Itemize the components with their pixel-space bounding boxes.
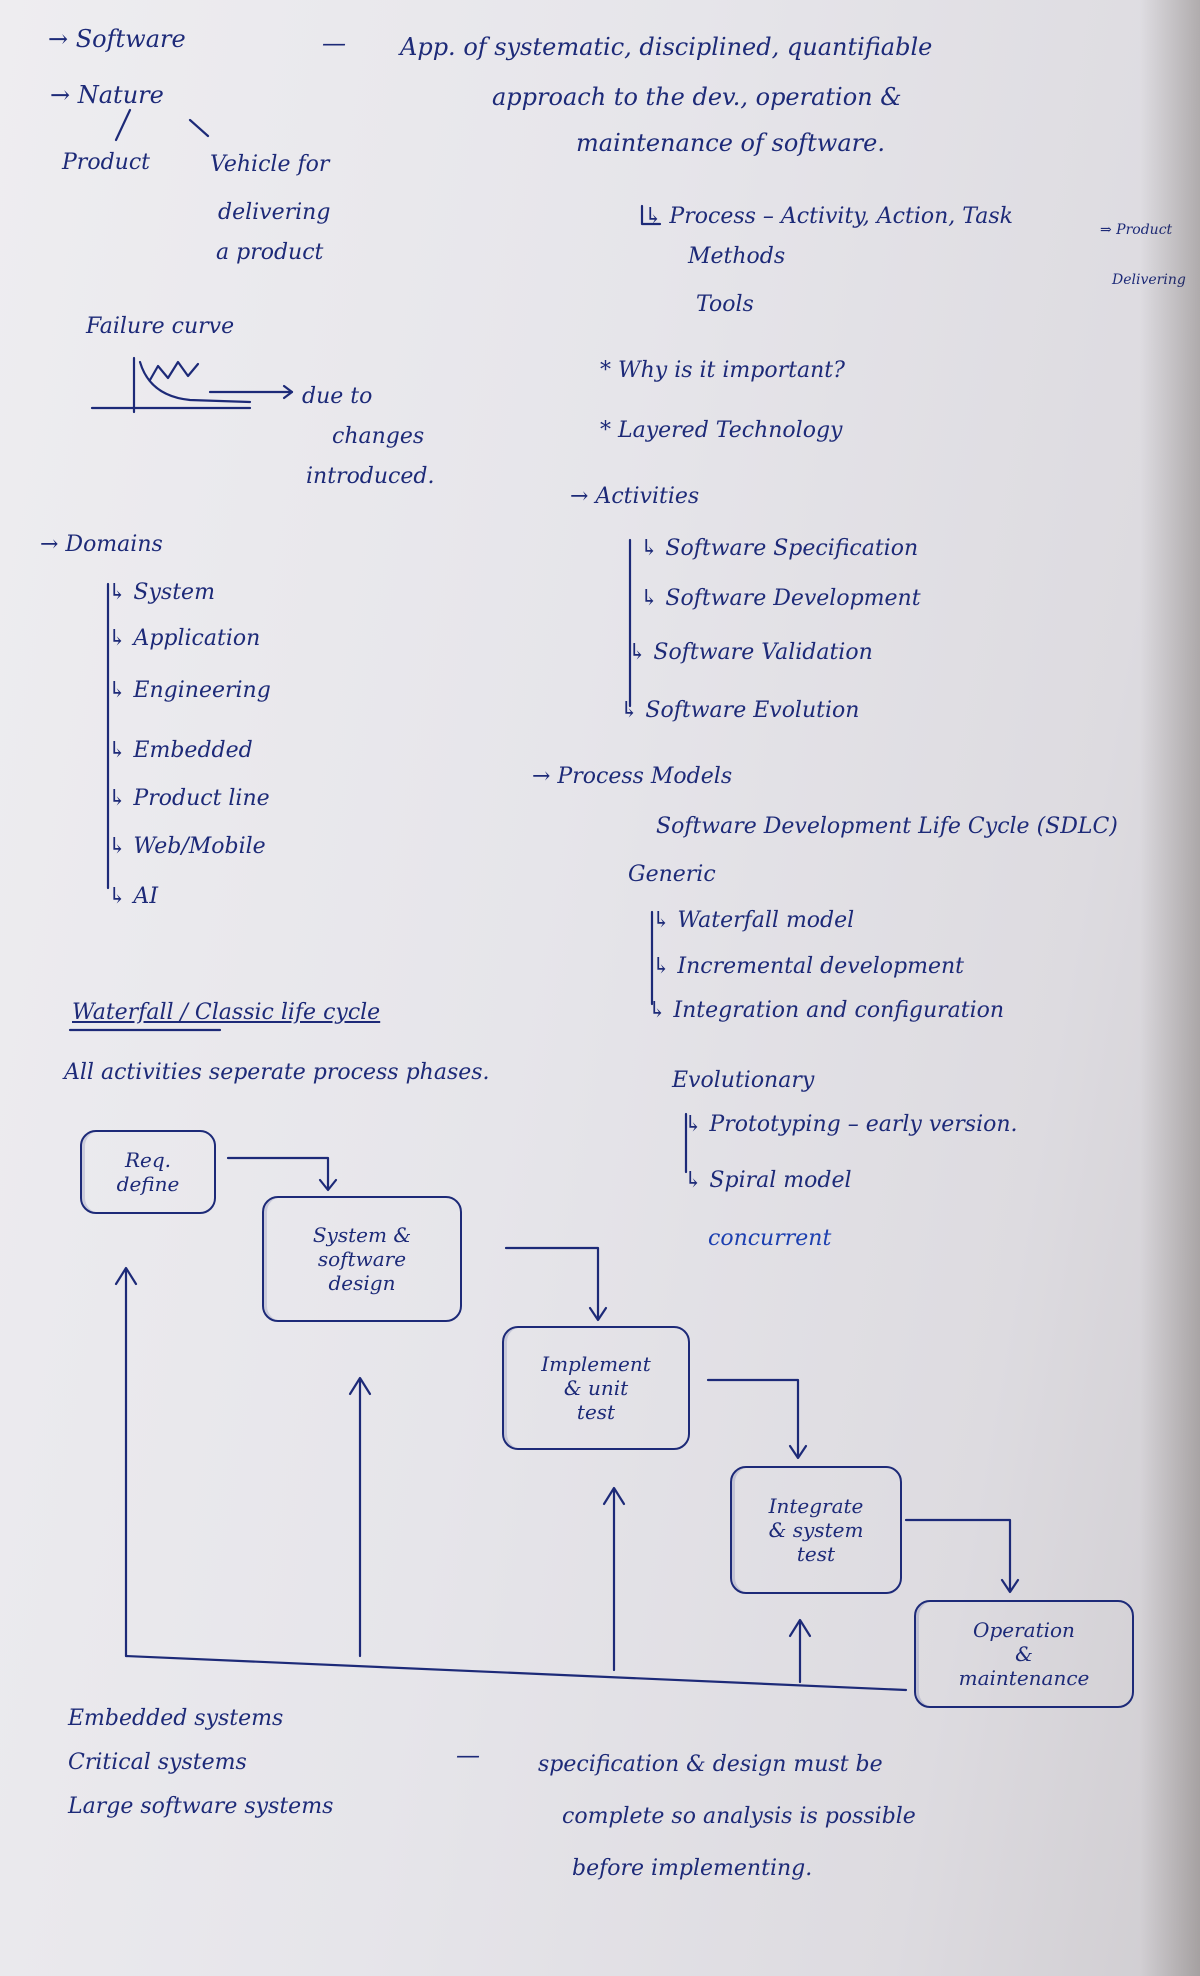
due-line-3: introduced. xyxy=(306,464,435,489)
domain-system: ↳ System xyxy=(108,580,215,605)
layered-technology: * Layered Technology xyxy=(600,418,843,443)
due-line-2: changes xyxy=(332,424,425,449)
failure-curve-sketch xyxy=(90,356,294,414)
generic-incremental: ↳ Incremental development xyxy=(652,954,964,979)
sdlc-line: Software Development Life Cycle (SDLC) xyxy=(656,814,1118,839)
use-embedded: Embedded systems xyxy=(68,1706,284,1731)
process-line: ↳ Process – Activity, Action, Task xyxy=(644,204,1013,229)
heading-waterfall: Waterfall / Classic life cycle xyxy=(72,1000,381,1025)
why-important: * Why is it important? xyxy=(600,358,845,383)
domain-embedded: ↳ Embedded xyxy=(108,738,253,763)
definition-line-1: App. of systematic, disciplined, quantif… xyxy=(400,33,933,61)
heading-activities: → Activities xyxy=(570,484,700,509)
activity-specification: ↳ Software Specification xyxy=(640,536,919,561)
domain-web-mobile: ↳ Web/Mobile xyxy=(108,834,266,859)
heading-domains: → Domains xyxy=(40,532,163,557)
activity-validation: ↳ Software Validation xyxy=(628,640,873,665)
generic-label: Generic xyxy=(628,862,716,887)
activity-development: ↳ Software Development xyxy=(640,586,921,611)
use-large: Large software systems xyxy=(68,1794,334,1819)
dash-bottom: — xyxy=(456,1741,480,1769)
concurrent-label: concurrent xyxy=(708,1226,832,1251)
heading-software: → Software xyxy=(48,25,186,53)
due-line-1: due to xyxy=(302,384,373,409)
vehicle-line-1: Vehicle for xyxy=(210,152,330,177)
waterfall-description: All activities seperate process phases. xyxy=(64,1060,490,1085)
evolutionary-spiral: ↳ Spiral model xyxy=(684,1168,852,1193)
heading-nature: → Nature xyxy=(50,81,164,109)
req-define-box: Req. define xyxy=(80,1130,216,1214)
evolutionary-prototyping: ↳ Prototyping – early version. xyxy=(684,1112,1018,1137)
evolutionary-label: Evolutionary xyxy=(672,1068,815,1093)
use-critical: Critical systems xyxy=(68,1750,247,1775)
domain-engineering: ↳ Engineering xyxy=(108,678,271,703)
domain-product-line: ↳ Product line xyxy=(108,786,270,811)
integrate-box: Integrate & system test xyxy=(730,1466,902,1594)
must-line-1: specification & design must be xyxy=(538,1752,883,1777)
definition-line-2: approach to the dev., operation & xyxy=(492,83,902,111)
must-line-2: complete so analysis is possible xyxy=(562,1804,916,1829)
domain-application: ↳ Application xyxy=(108,626,261,651)
vehicle-line-2: delivering xyxy=(218,200,331,225)
heading-process-models: → Process Models xyxy=(532,764,733,789)
implement-box: Implement & unit test xyxy=(502,1326,690,1450)
generic-integration: ↳ Integration and configuration xyxy=(648,998,1005,1023)
nature-product: Product xyxy=(62,150,150,175)
methods-line: Methods xyxy=(688,244,786,269)
domain-ai: ↳ AI xyxy=(108,884,159,909)
definition-line-3: maintenance of software. xyxy=(576,129,885,157)
activity-evolution: ↳ Software Evolution xyxy=(620,698,860,723)
vehicle-line-3: a product xyxy=(216,240,324,265)
operation-box: Operation & maintenance xyxy=(914,1600,1134,1708)
must-line-3: before implementing. xyxy=(572,1856,813,1881)
tools-line: Tools xyxy=(696,292,754,317)
system-design-box: System & software design xyxy=(262,1196,462,1322)
generic-waterfall: ↳ Waterfall model xyxy=(652,908,855,933)
heading-failure-curve: Failure curve xyxy=(86,314,235,339)
dash: — xyxy=(322,29,346,57)
